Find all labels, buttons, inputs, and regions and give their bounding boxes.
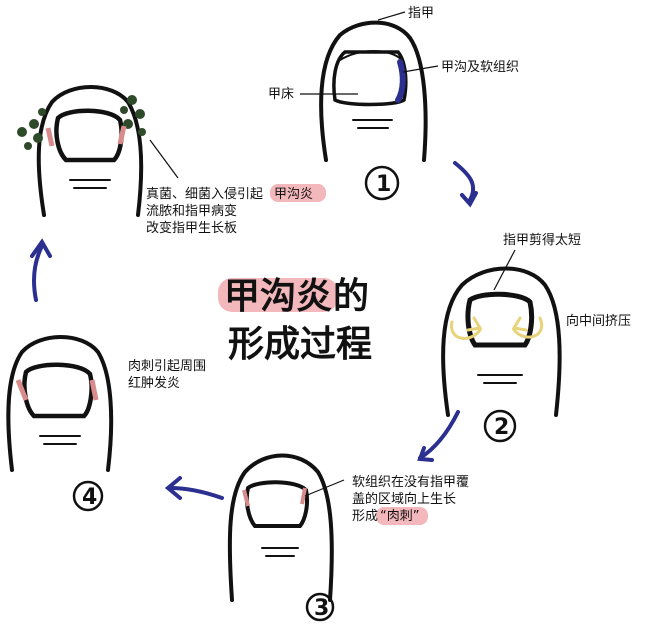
finger-1-outline — [319, 20, 428, 162]
finger-step-4 — [6, 335, 114, 472]
arrow-4-to-5 — [32, 244, 44, 302]
leader-too-short — [493, 249, 516, 291]
arrow-2-to-3 — [418, 410, 460, 460]
title-line2: 形成过程 — [228, 324, 372, 365]
nail-1-tip — [339, 50, 403, 61]
finger-1-creases — [352, 119, 393, 129]
step-3-number: 3 — [305, 592, 335, 622]
nail-1-outline — [332, 50, 408, 107]
hangnail-marks — [242, 487, 307, 507]
step-1-leaders — [300, 11, 439, 95]
arrow-1-to-2 — [453, 161, 476, 202]
finger-step-3 — [227, 453, 334, 602]
step-3-highlight — [376, 507, 428, 525]
finger-step-2 — [441, 266, 562, 417]
step-1-number: 1 — [364, 165, 400, 201]
finger-3-outline — [227, 453, 334, 602]
finger-step-5 — [36, 85, 144, 217]
nail-3-outline — [244, 480, 310, 528]
finger-2-outline — [441, 266, 562, 417]
title-highlighted-text: 甲沟炎 — [224, 276, 332, 317]
diagram-title: 甲沟炎 的 形成过程 — [218, 276, 372, 365]
step-5-text-line-2: 流脓和指甲病变 — [146, 203, 237, 219]
arrowhead-2-to-3 — [417, 446, 434, 462]
label-squeeze-inward: 向中间挤压 — [566, 313, 631, 329]
arrow-3-to-4 — [168, 486, 224, 500]
label-nail-bed: 甲床 — [268, 87, 294, 102]
finger-3-creases — [261, 547, 299, 557]
finger-4-outline — [6, 335, 114, 472]
step-5-text-line-3: 改变指甲生长板 — [146, 220, 237, 236]
title-highlight — [218, 278, 338, 312]
step-5-text-line-1-highlight: 甲沟炎 — [274, 187, 313, 202]
squeeze-right-head — [511, 316, 528, 332]
nail-4-outline — [22, 362, 94, 419]
finger-4-creases — [39, 435, 81, 445]
arrowhead-3-to-4 — [164, 476, 182, 500]
finger-step-1 — [319, 20, 428, 162]
inflammation-marks-5 — [45, 125, 127, 147]
step-3-text-line-3-prefix: 形成 — [352, 509, 378, 524]
step-2-number: 2 — [483, 409, 517, 443]
svg-text:3: 3 — [314, 596, 329, 621]
finger-5-creases — [69, 179, 111, 189]
label-cut-too-short: 指甲剪得太短 — [503, 232, 581, 248]
bacteria-dots — [17, 95, 146, 150]
squeeze-left — [450, 320, 482, 340]
squeeze-left-head — [466, 316, 483, 332]
arrowhead-4-to-5 — [30, 238, 52, 258]
step-5-highlight — [270, 184, 326, 202]
leader-infection — [149, 139, 179, 179]
finger-2-creases — [477, 374, 523, 384]
leader-hangnail — [304, 479, 345, 497]
nail-2-outline — [465, 291, 535, 348]
step-4-text-line-1: 肉刺引起周围 — [128, 359, 206, 374]
step-3-text-line-2: 盖的区域向上生长 — [352, 491, 456, 507]
label-nail: 指甲 — [408, 6, 434, 21]
step-5-text-line-1-prefix: 真菌、细菌入侵引起 — [146, 186, 263, 202]
step-3-text-line-1: 软组织在没有指甲覆 — [352, 475, 469, 490]
step-3-text-line-3-highlight: “肉刺” — [380, 509, 419, 524]
svg-text:2: 2 — [494, 415, 509, 440]
label-nail-fold: 甲沟及软组织 — [441, 60, 519, 75]
nail-5-outline — [54, 108, 124, 163]
svg-text:1: 1 — [376, 172, 391, 197]
step-4-text-line-2: 红肿发炎 — [128, 375, 180, 391]
arrowhead-1-to-2 — [460, 191, 478, 208]
svg-text:4: 4 — [82, 485, 97, 510]
inflammation-marks-4 — [15, 379, 99, 401]
step-4-number: 4 — [72, 480, 104, 512]
title-line1-rest: 的 — [333, 276, 369, 317]
nail-1-fold-highlight — [395, 59, 406, 103]
squeeze-right — [512, 316, 544, 339]
finger-5-outline — [36, 85, 144, 217]
squeeze-marks — [450, 316, 544, 340]
